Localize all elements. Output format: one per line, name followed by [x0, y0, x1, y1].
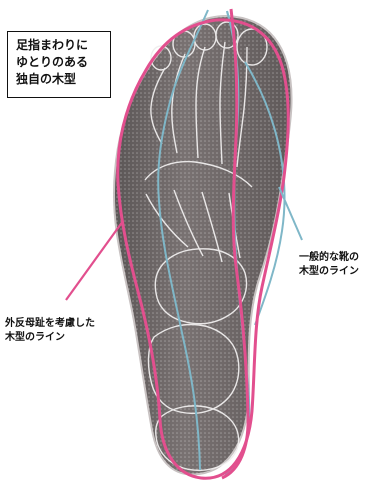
callout-hallux-leader	[66, 221, 123, 300]
title-line-3: 独自の木型	[16, 71, 102, 88]
callout-general-line-2: 木型のライン	[299, 265, 359, 279]
callout-hallux-line-1: 外反母趾を考慮した	[5, 317, 95, 331]
callout-general-last: 一般的な靴の 木型のライン	[299, 251, 359, 279]
callout-general-line-1: 一般的な靴の	[299, 251, 359, 265]
callout-hallux-last: 外反母趾を考慮した 木型のライン	[5, 317, 95, 345]
title-line-1: 足指まわりに	[16, 37, 102, 54]
title-box: 足指まわりに ゆとりのある 独自の木型	[7, 31, 111, 98]
callout-hallux-line-2: 木型のライン	[5, 331, 95, 345]
insole-texture	[114, 16, 292, 474]
title-line-2: ゆとりのある	[16, 54, 102, 71]
